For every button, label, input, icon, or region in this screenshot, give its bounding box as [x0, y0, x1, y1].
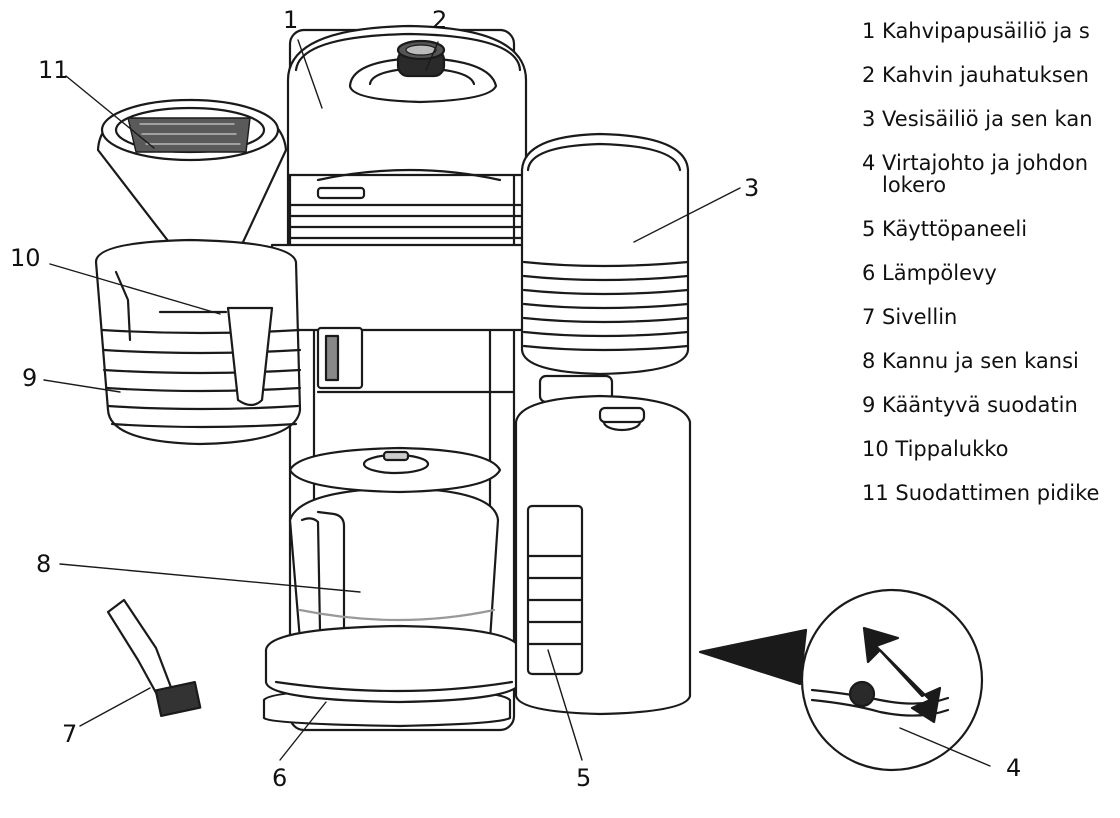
filter-holder: [96, 98, 288, 298]
leader-7: [79, 687, 151, 727]
leader-1: [297, 39, 323, 109]
legend-item-11: 11 Suodattimen pidike: [862, 481, 1100, 505]
legend-item-10: 10 Tippalukko: [862, 437, 1009, 461]
callout-7: 7: [62, 720, 78, 748]
legend-item-8: 8 Kannu ja sen kansi: [862, 349, 1079, 373]
leader-10: [49, 263, 221, 315]
cord-zoom-detail: [698, 588, 984, 772]
water-tank: [520, 132, 690, 404]
callout-3: 3: [744, 174, 760, 202]
legend-item-1: 1 Kahvipapusäiliö ja s: [862, 20, 1090, 43]
callout-9: 9: [22, 364, 38, 392]
callout-1: 1: [283, 6, 299, 34]
leader-lines: [43, 39, 991, 767]
leader-9: [43, 379, 121, 393]
legend-item-3: 3 Vesisäiliö ja sen kan: [862, 107, 1093, 131]
callout-10: 10: [10, 244, 41, 272]
parts-legend: 1 Kahvipapusäiliö ja s 2 Kahvin jauhatuk…: [862, 20, 1120, 526]
cleaning-brush: [106, 598, 202, 717]
callout-11: 11: [38, 56, 69, 84]
legend-item-6: 6 Lämpölevy: [862, 261, 997, 285]
legend-item-9: 9 Kääntyvä suodatin: [862, 393, 1078, 417]
leader-3: [633, 187, 741, 243]
brew-head: [270, 243, 532, 394]
leader-2: [425, 41, 439, 71]
callout-2: 2: [432, 6, 448, 34]
swing-filter: [94, 238, 302, 446]
legend-item-5: 5 Käyttöpaneeli: [862, 217, 1028, 241]
leader-8: [59, 563, 361, 593]
callout-5: 5: [576, 764, 592, 792]
leader-11: [65, 75, 155, 149]
warming-plate: [264, 624, 522, 704]
control-panel-column: [514, 394, 692, 716]
callout-6: 6: [272, 764, 288, 792]
callout-8: 8: [36, 550, 52, 578]
legend-item-7: 7 Sivellin: [862, 305, 958, 329]
legend-item-2: 2 Kahvin jauhatuksen: [862, 63, 1089, 87]
legend-item-4-continuation: lokero: [882, 173, 947, 197]
leader-6: [279, 701, 327, 761]
leader-5: [547, 649, 583, 761]
leader-4: [899, 727, 991, 767]
callout-4: 4: [1006, 754, 1022, 782]
